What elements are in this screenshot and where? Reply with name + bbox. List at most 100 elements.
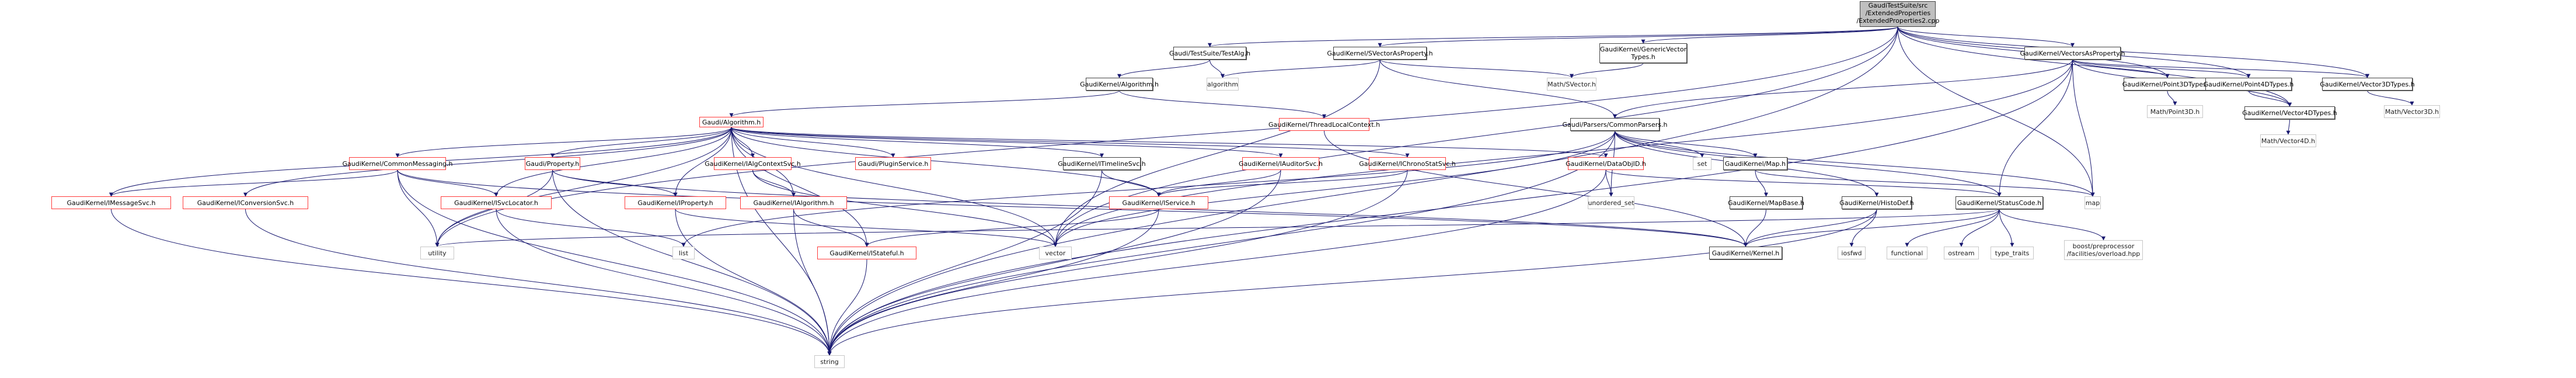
node-ialgcontext[interactable]: GaudiKernel/IAlgContextSvc.h xyxy=(705,157,801,170)
edge-commonmessaging-to-utility xyxy=(397,169,440,247)
node-threadlocal[interactable]: GaudiKernel/ThreadLocalContext.h xyxy=(1268,118,1380,131)
edge-vector3d-to-math-vector3d xyxy=(2367,90,2414,106)
node-unordered-set: unordered_set xyxy=(1588,196,1634,209)
node-mapbase[interactable]: GaudiKernel/MapBase.h xyxy=(1728,196,1804,209)
edge-vectorsasprop-to-statuscode xyxy=(1997,59,2073,197)
edge-statuscode-to-ostream xyxy=(1959,209,2000,247)
edge-gk-map-to-map xyxy=(1755,169,2095,197)
edge-iservice-to-string xyxy=(827,209,1159,356)
edge-root-to-testalg xyxy=(1208,26,1898,47)
edge-svectorasprop-to-algorithm xyxy=(1221,59,1381,78)
node-label: GaudiKernel/ITimelineSvc.h xyxy=(1058,159,1146,168)
node-pluginservice[interactable]: Gaudi/PluginService.h xyxy=(855,157,931,170)
edge-commonparsers-to-set xyxy=(1615,130,1704,158)
node-label: Math/Vector3D.h xyxy=(2385,107,2439,116)
node-label: GaudiKernel/Point4DTypes.h xyxy=(2203,80,2294,88)
node-root[interactable]: GaudiTestSuite/src/ExtendedProperties/Ex… xyxy=(1856,1,1940,27)
node-isvclocator[interactable]: GaudiKernel/ISvcLocator.h xyxy=(441,196,552,209)
node-iconversion[interactable]: GaudiKernel/IConversionSvc.h xyxy=(183,196,308,209)
node-functional: functional xyxy=(1887,247,1927,259)
node-vector4d[interactable]: GaudiKernel/Vector4DTypes.h xyxy=(2242,106,2337,119)
edge-gaudi-algorithm-to-itimeline xyxy=(731,127,1104,158)
node-gk-algorithm[interactable]: GaudiKernel/Algorithm.h xyxy=(1080,78,1159,91)
edge-threadlocal-to-kernel xyxy=(1324,130,1748,247)
edge-root-to-map xyxy=(1897,26,2095,197)
node-label: GaudiKernel/GenericVector xyxy=(1599,46,1687,53)
node-testalg[interactable]: Gaudi/TestSuite/TestAlg.h xyxy=(1169,47,1250,60)
node-label: GaudiKernel/CommonMessaging.h xyxy=(342,159,453,168)
node-itimeline[interactable]: GaudiKernel/ITimelineSvc.h xyxy=(1058,157,1146,170)
node-label: type_traits xyxy=(1995,249,2030,257)
node-math-svector: Math/SVector.h xyxy=(1547,78,1597,91)
edge-vectorsasprop-to-vector3d xyxy=(2072,59,2369,78)
edge-ialgorithm-to-string xyxy=(793,209,832,356)
edge-root-to-vector xyxy=(1053,26,1898,247)
edge-iauditor-to-iservice xyxy=(1156,169,1281,197)
edge-gaudi-algorithm-to-istateful xyxy=(731,127,869,247)
edge-commonparsers-to-vector xyxy=(1053,130,1615,247)
node-label: iosfwd xyxy=(1841,249,1862,257)
node-gk-map[interactable]: GaudiKernel/Map.h xyxy=(1723,157,1787,170)
node-label: GaudiKernel/IAlgContextSvc.h xyxy=(705,159,801,168)
node-algorithm: algorithm xyxy=(1207,78,1239,91)
node-gaudi-algorithm[interactable]: Gaudi/Algorithm.h xyxy=(699,117,764,127)
node-label: GaudiKernel/IAuditorSvc.h xyxy=(1239,159,1323,168)
node-string: string xyxy=(814,355,845,368)
node-map: map xyxy=(2084,196,2101,209)
node-label: GaudiKernel/Algorithm.h xyxy=(1080,80,1159,88)
node-label: GaudiKernel/IService.h xyxy=(1122,199,1195,207)
node-point4d[interactable]: GaudiKernel/Point4DTypes.h xyxy=(2203,78,2294,91)
edge-genericvector-to-math-svector xyxy=(1570,63,1644,78)
node-iproperty[interactable]: GaudiKernel/IProperty.h xyxy=(625,196,726,209)
edge-svectorasprop-to-vector xyxy=(1053,59,1381,247)
edge-itimeline-to-string xyxy=(827,169,1102,356)
node-commonmessaging[interactable]: GaudiKernel/CommonMessaging.h xyxy=(343,157,453,170)
node-histodef[interactable]: GaudiKernel/HistoDef.h xyxy=(1839,196,1914,209)
node-label: algorithm xyxy=(1207,80,1239,88)
edge-dataobjid-to-string xyxy=(827,169,1606,356)
node-type-traits: type_traits xyxy=(1991,247,2034,259)
node-label: set xyxy=(1697,159,1707,168)
edge-commonparsers-to-statuscode xyxy=(1615,130,2002,197)
node-label: Math/Vector4D.h xyxy=(2261,137,2316,145)
node-ostream: ostream xyxy=(1944,247,1979,259)
edge-statuscode-to-boost-overload xyxy=(1999,209,2106,241)
node-vector3d[interactable]: GaudiKernel/Vector3DTypes.h xyxy=(2320,78,2415,91)
edge-root-to-genericvector xyxy=(1641,26,1898,44)
edge-statuscode-to-functional xyxy=(1905,209,2000,247)
node-kernel[interactable]: GaudiKernel/Kernel.h xyxy=(1709,247,1782,259)
edge-ialgcontext-to-vector xyxy=(752,169,1058,247)
edge-dataobjid-to-unordered-set xyxy=(1605,169,1613,197)
node-iservice[interactable]: GaudiKernel/IService.h xyxy=(1109,196,1208,209)
node-point3d[interactable]: GaudiKernel/Point3DTypes.h xyxy=(2122,78,2212,91)
node-label: vector xyxy=(1045,249,1066,257)
edge-mapbase-to-kernel xyxy=(1744,209,1766,247)
node-svectorasprop[interactable]: GaudiKernel/SVectorAsProperty.h xyxy=(1327,47,1433,60)
node-iauditor[interactable]: GaudiKernel/IAuditorSvc.h xyxy=(1239,157,1323,170)
node-set: set xyxy=(1693,157,1711,170)
edge-root-to-vector4d xyxy=(1897,26,2292,107)
node-dataobjid[interactable]: GaudiKernel/DataObjID.h xyxy=(1566,157,1646,170)
edge-gaudi-algorithm-to-iservice xyxy=(731,127,1161,197)
node-label: functional xyxy=(1891,249,1923,257)
edge-root-to-svectorasprop xyxy=(1378,26,1898,47)
node-label: GaudiKernel/ThreadLocalContext.h xyxy=(1268,120,1381,129)
node-imessagesvc[interactable]: GaudiKernel/IMessageSvc.h xyxy=(51,196,171,209)
node-label: ostream xyxy=(1948,249,1975,257)
node-istateful[interactable]: GaudiKernel/IStateful.h xyxy=(817,247,916,259)
edge-gk-algorithm-to-gaudi-algorithm xyxy=(729,90,1120,117)
node-property[interactable]: Gaudi/Property.h xyxy=(525,157,580,170)
edge-commonmessaging-to-imessagesvc xyxy=(109,169,398,197)
node-vectorsasprop[interactable]: GaudiKernel/VectorsAsProperty.h xyxy=(2020,47,2125,60)
node-utility: utility xyxy=(420,247,454,259)
node-ichrono[interactable]: GaudiKernel/IChronoStatSvc.h xyxy=(1359,157,1456,170)
node-statuscode[interactable]: GaudiKernel/StatusCode.h xyxy=(1955,196,2043,209)
edge-commonparsers-to-list xyxy=(681,130,1615,247)
edge-isvclocator-to-list xyxy=(496,209,686,247)
node-ialgorithm[interactable]: GaudiKernel/IAlgorithm.h xyxy=(740,196,847,209)
edge-gaudi-algorithm-to-pluginservice xyxy=(731,127,895,158)
node-commonparsers[interactable]: Gaudi/Parsers/CommonParsers.h xyxy=(1563,118,1668,131)
